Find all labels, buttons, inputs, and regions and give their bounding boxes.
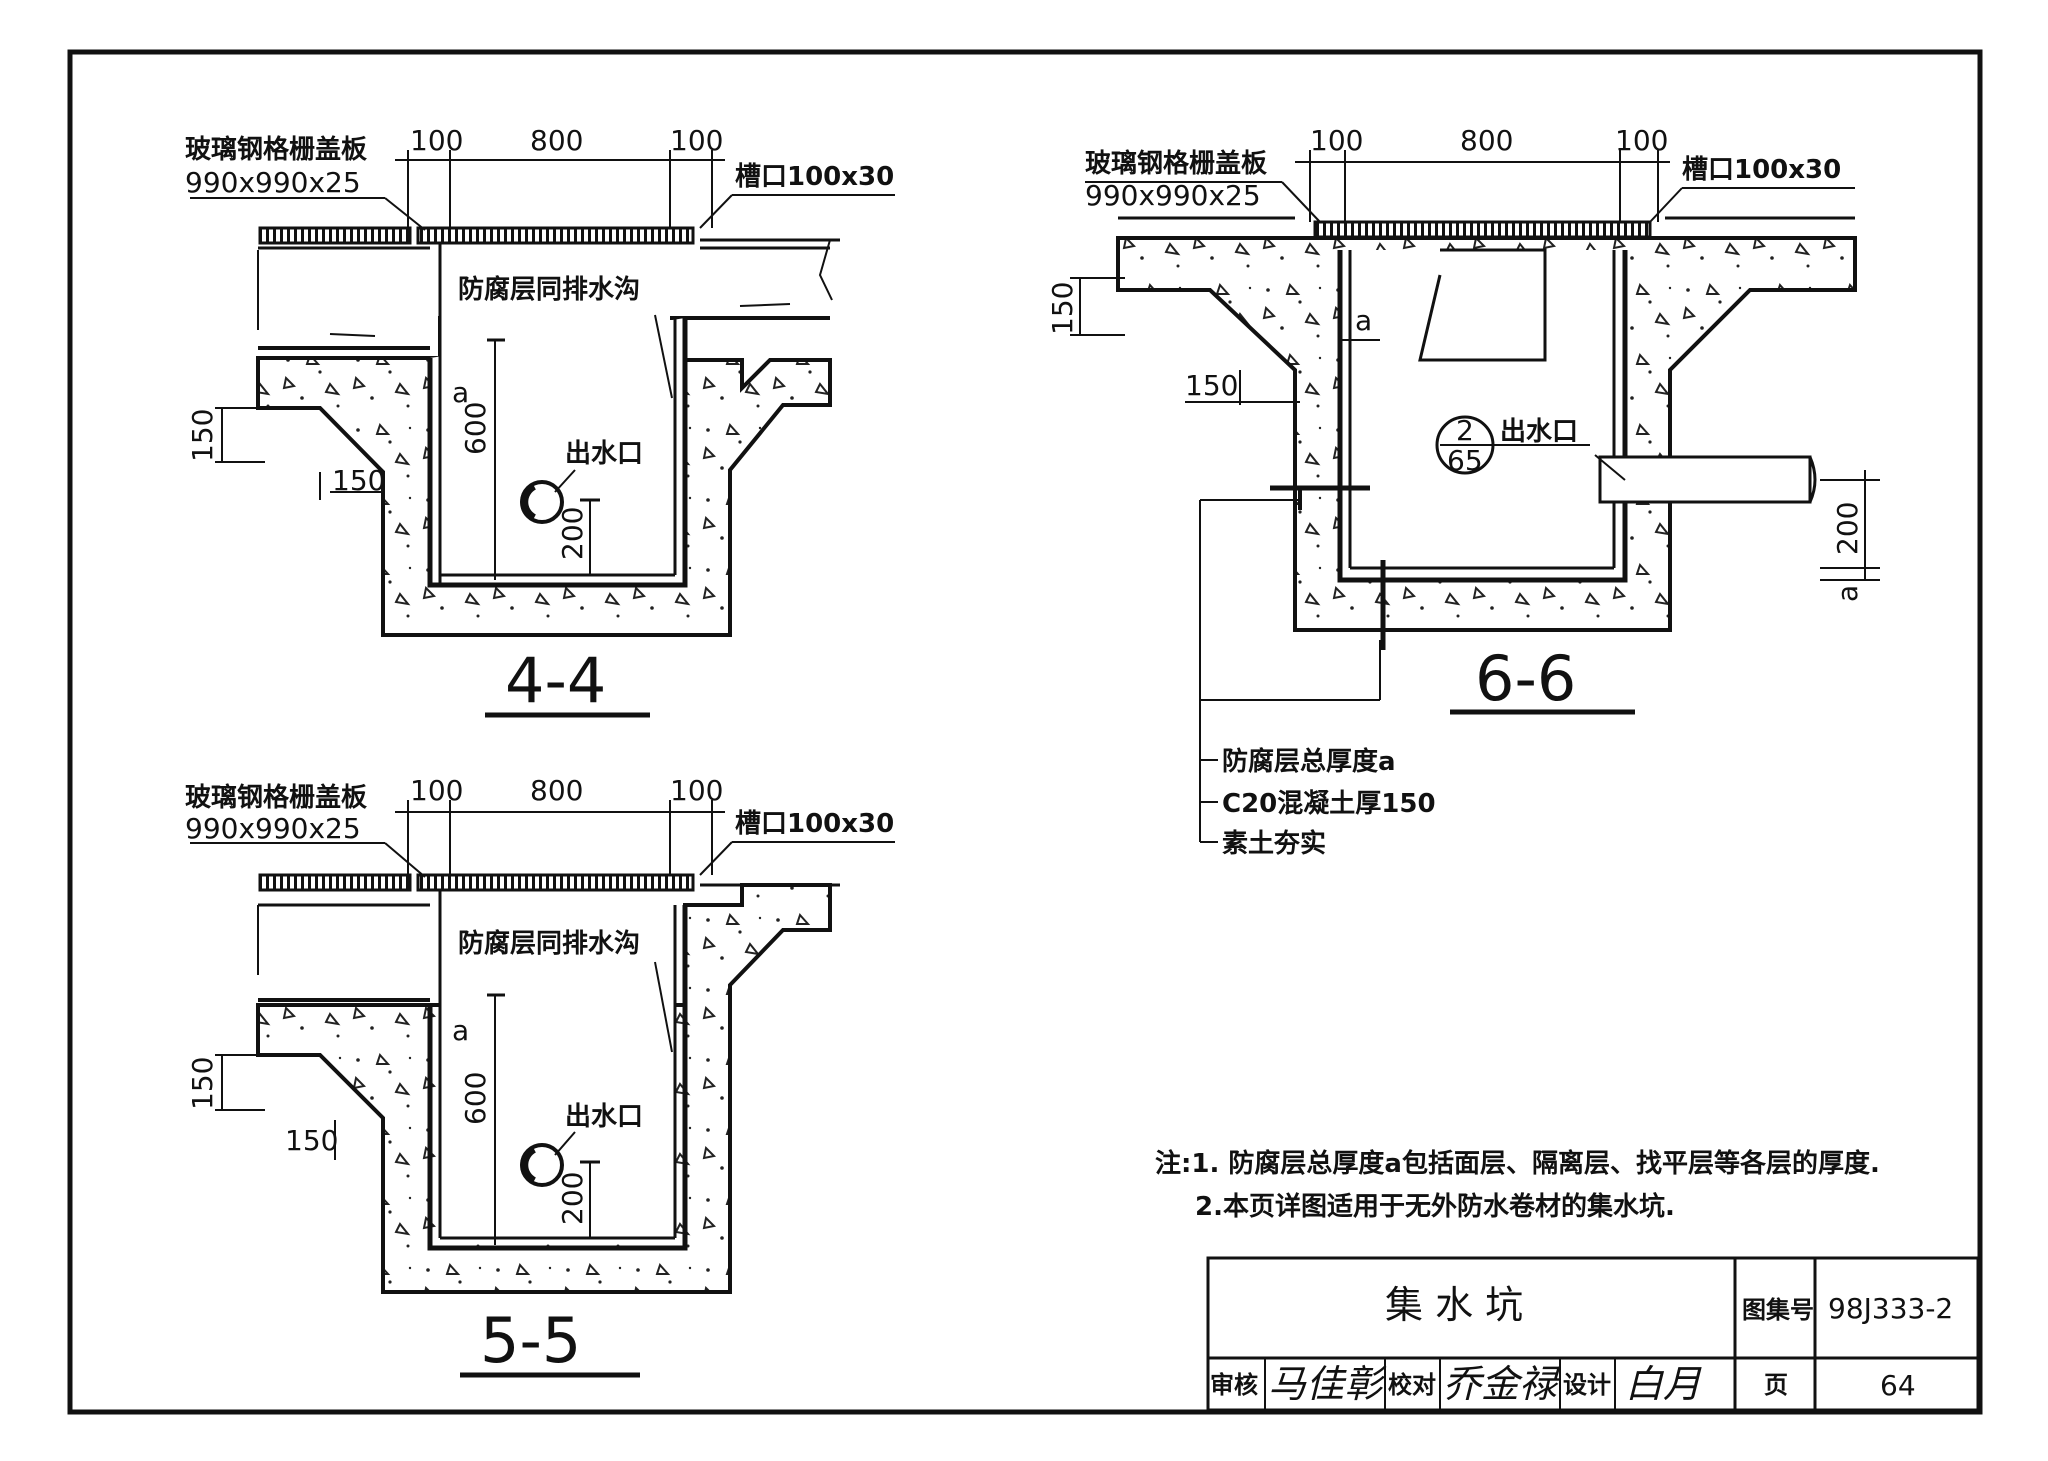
- a-label-top-6-6: a: [1355, 304, 1372, 337]
- dim-mid-6-6: 800: [1460, 124, 1513, 157]
- dim-150-v-4-4: 150: [186, 409, 219, 462]
- a-label-5-5: a: [452, 1014, 469, 1047]
- dim-150-v-5-5: 150: [186, 1057, 219, 1110]
- dim-left-4-4: 100: [410, 124, 463, 157]
- grating-cover-left-5-5: [258, 873, 412, 892]
- section-title-4-4: 4-4: [505, 644, 606, 717]
- dim-mid-5-5: 800: [530, 774, 583, 807]
- section-4-4: [190, 150, 895, 718]
- dim-right-5-5: 100: [670, 774, 723, 807]
- slot-label-4-4: 槽口100x30: [735, 162, 894, 192]
- ref-bottom-6-6: 65: [1447, 444, 1483, 477]
- cover-size-6-6: 990x990x25: [1085, 179, 1261, 212]
- labels-6-6: 玻璃钢格栅盖板 990x990x25 100 800 100 槽口100x30 …: [1046, 124, 1864, 859]
- notes: 注:1. 防腐层总厚度a包括面层、隔离层、找平层等各层的厚度. 2.本页详图适用…: [1155, 1148, 1880, 1222]
- layer-2-6-6: C20混凝土厚150: [1222, 789, 1436, 819]
- section-6-6: [1070, 150, 1880, 843]
- labels-4-4: 玻璃钢格栅盖板 990x990x25 100 800 100 槽口100x30 …: [185, 124, 894, 717]
- outlet-pipe-6-6: [1598, 455, 1812, 504]
- grating-cover-5-5: [416, 873, 695, 892]
- slot-label-6-6: 槽口100x30: [1682, 155, 1841, 185]
- outlet-label-4-4: 出水口: [565, 439, 643, 469]
- title-block-text: 集 水 坑 图集号 98J333-2 审核 马佳彰 校对 乔金禄 设计 白月 页…: [1210, 1283, 1953, 1406]
- section-5-5: [190, 800, 895, 1378]
- atlas-label: 图集号: [1742, 1296, 1814, 1324]
- page-number: 64: [1880, 1369, 1916, 1402]
- ref-top-6-6: 2: [1456, 414, 1474, 447]
- atlas-number: 98J333-2: [1828, 1292, 1953, 1325]
- channel-label-5-5: 防腐层同排水沟: [458, 929, 640, 959]
- sheet-border: [67, 49, 1983, 1415]
- grating-cover-6-6: [1313, 220, 1652, 239]
- dim-outlet-5-5: 200: [556, 1172, 589, 1225]
- dim-150-v-6-6: 150: [1046, 282, 1079, 335]
- layer-1-6-6: 防腐层总厚度a: [1222, 746, 1396, 777]
- labels-5-5: 玻璃钢格栅盖板 990x990x25 100 800 100 槽口100x30 …: [185, 774, 894, 1377]
- dim-left-6-6: 100: [1310, 124, 1363, 157]
- page-label: 页: [1764, 1371, 1788, 1399]
- cover-name-6-6: 玻璃钢格栅盖板: [1085, 148, 1267, 179]
- cover-size-5-5: 990x990x25: [185, 812, 361, 845]
- cover-name-4-4: 玻璃钢格栅盖板: [185, 134, 367, 165]
- outlet-label-5-5: 出水口: [565, 1102, 643, 1132]
- design-label: 设计: [1563, 1371, 1611, 1399]
- review-signature: 马佳彰: [1268, 1362, 1387, 1406]
- dim-150-h-6-6: 150: [1185, 369, 1238, 402]
- dim-mid-4-4: 800: [530, 124, 583, 157]
- channel-label-4-4: 防腐层同排水沟: [458, 275, 640, 305]
- a-label-right-6-6: a: [1831, 585, 1864, 602]
- slot-label-5-5: 槽口100x30: [735, 809, 894, 839]
- outlet-label-6-6: 出水口: [1500, 417, 1578, 447]
- dim-150-h-4-4: 150: [332, 464, 385, 497]
- check-signature: 乔金禄: [1443, 1362, 1561, 1406]
- check-label: 校对: [1388, 1371, 1436, 1399]
- cover-size-4-4: 990x990x25: [185, 166, 361, 199]
- review-label: 审核: [1210, 1371, 1258, 1399]
- dim-200-6-6: 200: [1831, 502, 1864, 555]
- dim-left-5-5: 100: [410, 774, 463, 807]
- dim-right-4-4: 100: [670, 124, 723, 157]
- drawing-title: 集 水 坑: [1385, 1283, 1523, 1327]
- dim-depth-4-4: 600: [459, 402, 492, 455]
- dim-depth-5-5: 600: [459, 1072, 492, 1125]
- note-line-2: 2.本页详图适用于无外防水卷材的集水坑.: [1195, 1191, 1675, 1222]
- dim-right-6-6: 100: [1615, 124, 1668, 157]
- grating-cover-left-4-4: [258, 226, 412, 245]
- a-label-4-4: a: [452, 376, 469, 409]
- title-block: [1206, 1256, 1980, 1412]
- grating-cover-4-4: [416, 226, 695, 245]
- dim-outlet-4-4: 200: [556, 507, 589, 560]
- section-title-5-5: 5-5: [480, 1304, 581, 1377]
- design-signature: 白月: [1625, 1362, 1702, 1406]
- dim-150-h-5-5: 150: [285, 1124, 338, 1157]
- note-line-1: 注:1. 防腐层总厚度a包括面层、隔离层、找平层等各层的厚度.: [1155, 1148, 1880, 1179]
- cover-name-5-5: 玻璃钢格栅盖板: [185, 782, 367, 813]
- section-title-6-6: 6-6: [1475, 642, 1576, 715]
- layer-3-6-6: 素土夯实: [1222, 828, 1326, 859]
